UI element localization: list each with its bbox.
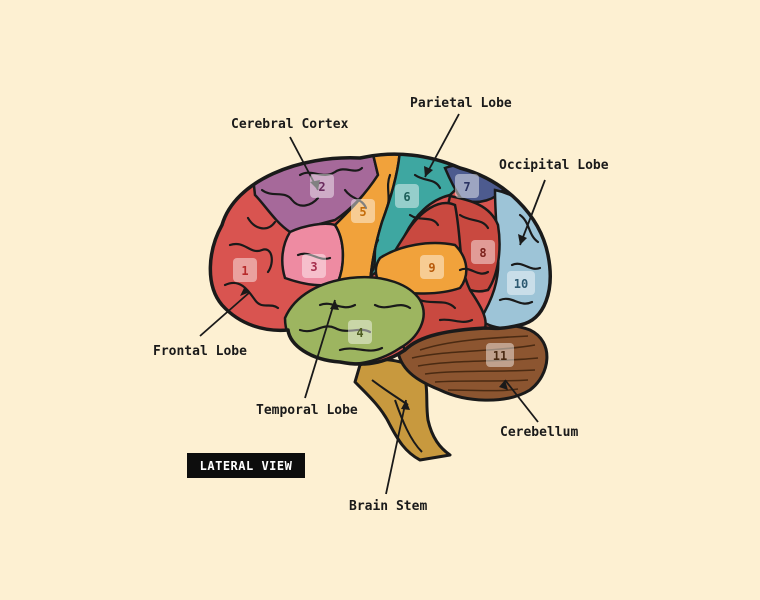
region-marker-2: 2	[310, 174, 334, 198]
region-number-7: 7	[463, 180, 470, 194]
cerebral-cortex-leader	[289, 136, 319, 191]
region-marker-1: 1	[233, 258, 257, 282]
region-marker-6: 6	[395, 184, 419, 208]
parietal-lobe-arrow	[424, 166, 433, 177]
region-number-5: 5	[359, 205, 366, 219]
temporal-lobe-leader	[304, 299, 336, 399]
region-marker-9: 9	[420, 255, 444, 279]
region-markers: 1 2 3 4 5 6 7 8	[233, 174, 535, 367]
region-marker-3: 3	[302, 254, 326, 278]
region-marker-8: 8	[471, 240, 495, 264]
temporal-lobe-arrow	[330, 300, 339, 310]
region-number-11: 11	[493, 349, 507, 363]
temporal-lobe-label: Temporal Lobe	[256, 403, 358, 418]
region-marker-4: 4	[348, 320, 372, 344]
parietal-lobe-leader	[424, 113, 460, 178]
frontal-lobe-leader	[199, 291, 251, 337]
lateral-view-badge: LATERAL VIEW	[187, 453, 305, 478]
region-number-6: 6	[403, 190, 410, 204]
frontal-lobe-label: Frontal Lobe	[153, 344, 247, 359]
brain-stem-label: Brain Stem	[349, 499, 428, 514]
region-number-10: 10	[514, 277, 528, 291]
region-number-2: 2	[318, 180, 325, 194]
region-marker-7: 7	[455, 174, 479, 198]
cerebellum-leader	[504, 379, 539, 423]
leader-lines	[199, 113, 546, 495]
region-number-3: 3	[310, 260, 317, 274]
brain-stem-arrow	[401, 400, 410, 410]
cerebellum-arrow	[499, 380, 508, 390]
region-number-1: 1	[241, 264, 248, 278]
region-marker-10: 10	[507, 271, 535, 295]
region-number-4: 4	[356, 326, 363, 340]
region-marker-11: 11	[486, 343, 514, 367]
cerebellum-label: Cerebellum	[500, 425, 579, 440]
parietal-lobe-label: Parietal Lobe	[410, 96, 512, 111]
region-number-9: 9	[428, 261, 435, 275]
occipital-lobe-leader	[519, 179, 546, 246]
leader-arrowheads	[240, 166, 527, 410]
occipital-lobe-label: Occipital Lobe	[499, 158, 609, 173]
cerebellum	[396, 322, 549, 402]
cerebral-cortex-label: Cerebral Cortex	[231, 117, 349, 132]
region-number-8: 8	[479, 246, 486, 260]
region-marker-5: 5	[351, 199, 375, 223]
brain-stem-leader	[385, 399, 407, 495]
frontal-lobe-arrow	[240, 288, 250, 296]
cerebrum-outline	[208, 152, 552, 366]
occipital-lobe-arrow	[518, 234, 527, 245]
cerebral-cortex-arrow	[310, 180, 320, 190]
